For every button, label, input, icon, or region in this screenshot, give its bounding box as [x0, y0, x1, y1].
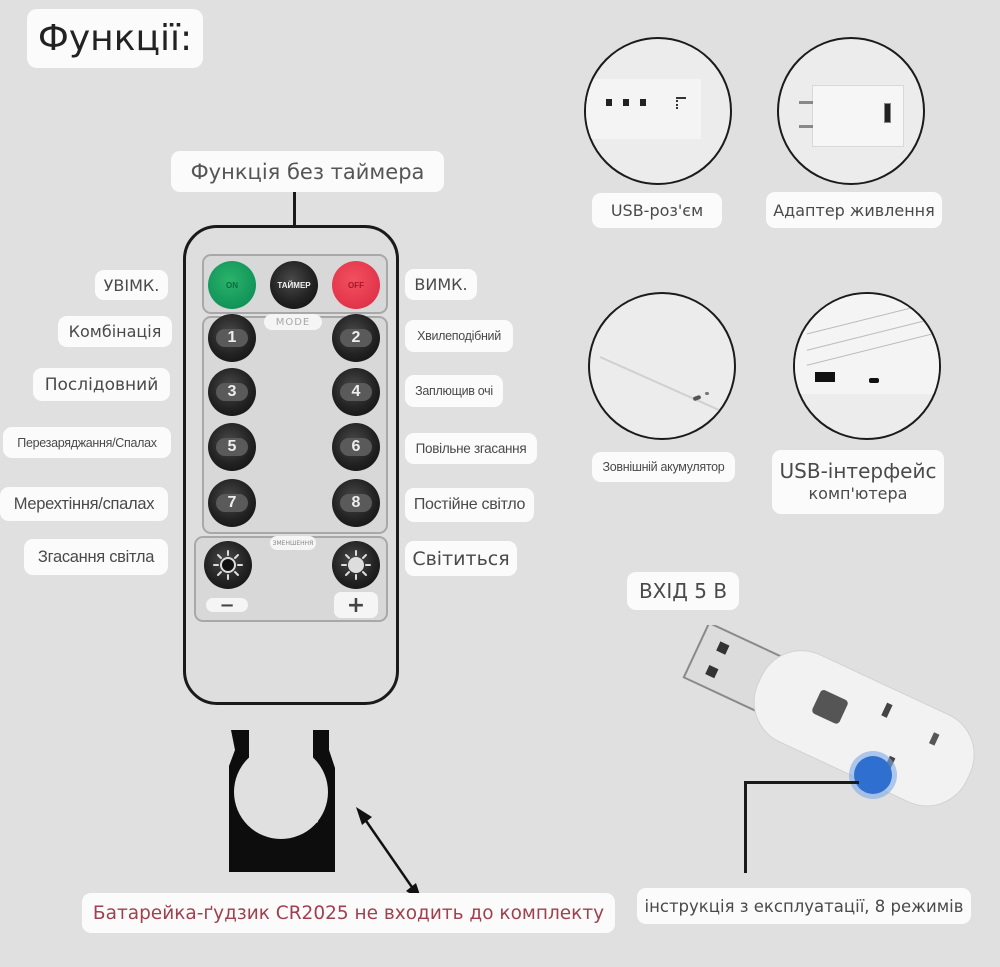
- label-off: ВИМК.: [405, 269, 477, 300]
- power-adapter-image: [777, 37, 925, 185]
- label-on: УВІМК.: [95, 270, 168, 300]
- dimmer-label: ЗМЕНШЕННЯ: [270, 536, 316, 550]
- minus-icon: −: [219, 594, 235, 616]
- sun-filled-icon: [341, 550, 371, 580]
- dim-down-button[interactable]: [204, 541, 252, 589]
- mode-push-button: [854, 756, 892, 794]
- label-steady-light: Постійне світло: [405, 488, 534, 522]
- minus-button[interactable]: −: [206, 595, 248, 616]
- mode-button-6[interactable]: 6: [332, 423, 380, 471]
- mode-button-8[interactable]: 8: [332, 479, 380, 527]
- label-sequential: Послідовний: [33, 368, 170, 401]
- instruction-label: інструкція з експлуатації, 8 режимів: [637, 888, 971, 924]
- battery-note: Батарейка-ґудзик CR2025 не входить до ко…: [82, 893, 615, 933]
- power-adapter-label: Адаптер живлення: [766, 192, 942, 228]
- timer-button[interactable]: ТАЙМЕР: [270, 261, 318, 309]
- remote-control: ON ТАЙМЕР OFF MODE 1 2 3 4 5 6 7 8 ЗМЕНШ…: [183, 225, 399, 705]
- off-button[interactable]: OFF: [332, 261, 380, 309]
- double-arrow-icon: [356, 807, 422, 901]
- mode-button-7[interactable]: 7: [208, 479, 256, 527]
- label-slow-fade: Повільне згасання: [405, 433, 537, 464]
- plus-button[interactable]: +: [334, 592, 378, 618]
- usb-socket-label: USB-роз'єм: [592, 193, 722, 228]
- on-button[interactable]: ON: [208, 261, 256, 309]
- battery-clip-icon: [229, 722, 335, 872]
- computer-usb-label: USB-інтерфейс комп'ютера: [772, 450, 944, 514]
- instruction-pointer-vertical: [744, 781, 747, 873]
- mode-button-1[interactable]: 1: [208, 314, 256, 362]
- usb-controller-image: [682, 625, 975, 807]
- label-recharge-flash: Перезаряджання/Спалах: [3, 427, 171, 458]
- usb-power-strip-image: [584, 37, 732, 185]
- input-5v-label: ВХІД 5 В: [627, 572, 739, 610]
- label-eyes-closed: Заплющив очі: [405, 375, 503, 407]
- mode-button-4[interactable]: 4: [332, 368, 380, 416]
- laptop-usb-image: [793, 292, 941, 440]
- mode-label: MODE: [264, 314, 322, 330]
- mode-button-3[interactable]: 3: [208, 368, 256, 416]
- power-bank-label: Зовнішній акумулятор: [592, 452, 735, 482]
- instruction-pointer-horizontal: [744, 781, 859, 784]
- label-combination: Комбінація: [58, 316, 172, 347]
- mode-button-2[interactable]: 2: [332, 314, 380, 362]
- sun-outline-icon: [213, 550, 243, 580]
- label-twinkle-flash: Мерехтіння/спалах: [0, 487, 168, 521]
- label-fade-light: Згасання світла: [24, 539, 168, 575]
- power-bank-image: [588, 292, 736, 440]
- mode-button-5[interactable]: 5: [208, 423, 256, 471]
- page-title: Функції:: [27, 9, 203, 68]
- plus-icon: +: [346, 592, 366, 618]
- no-timer-callout: Функція без таймера: [171, 151, 444, 192]
- label-glowing: Світиться: [405, 541, 517, 576]
- label-wave: Хвилеподібний: [405, 320, 513, 352]
- dim-up-button[interactable]: [332, 541, 380, 589]
